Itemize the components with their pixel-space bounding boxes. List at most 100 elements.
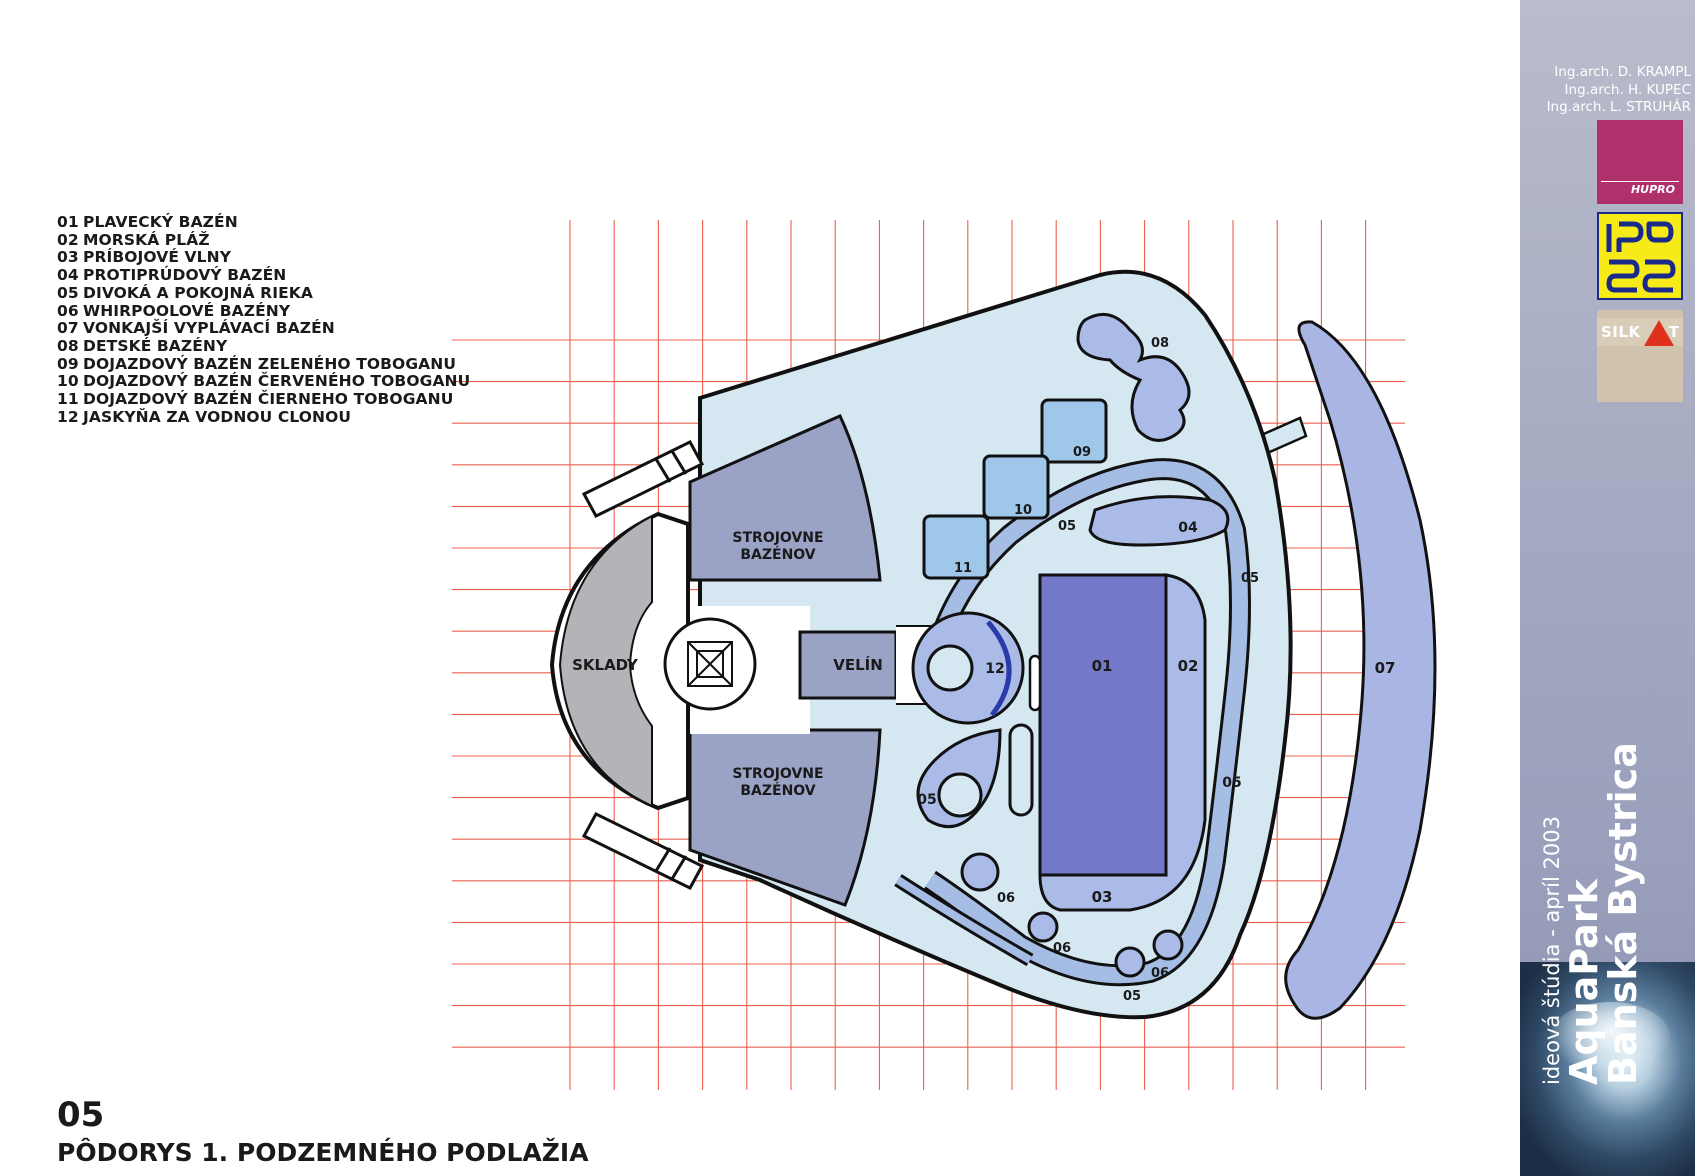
stair-icon: [687, 641, 733, 687]
hupro-logo: HUPRO: [1597, 120, 1683, 204]
lower-pillar: [1008, 723, 1034, 817]
cave-inner: [926, 644, 974, 692]
cave-pillar: [1028, 654, 1042, 712]
silkat-triangle-icon: [1644, 320, 1674, 346]
ipos-logo: [1597, 212, 1683, 300]
label-06-c: 06: [1151, 966, 1169, 981]
legend-item-text: JASKYŇA ZA VODNOU CLONOU: [83, 407, 352, 426]
river-water: [925, 461, 1248, 984]
legend-item-number: 01: [57, 213, 79, 231]
label-velin: VELÍN: [833, 655, 883, 674]
label-05-top: 05: [1058, 519, 1076, 534]
project-title-block: ideová štúdia - apríl 2003 AquaPark Bans…: [1540, 742, 1645, 1085]
storage-fill: [558, 514, 653, 808]
label-03: 03: [1092, 888, 1113, 906]
pool-01: [1038, 573, 1168, 877]
project-title: AquaPark: [1562, 879, 1606, 1085]
legend-item-number: 11: [57, 390, 79, 409]
legend-item-number: 03: [57, 248, 79, 267]
label-01: 01: [1092, 657, 1113, 675]
legend-item-number: 09: [57, 354, 79, 373]
legend-item-text: WHIRPOOLOVÉ BAZÉNY: [83, 301, 291, 320]
legend-item-text: VONKAJŠÍ VYPLÁVACÍ BAZÉN: [83, 319, 335, 338]
plan-labels: SKLADY STROJOVNE BAZÉNOV STROJOVNE BAZÉN…: [572, 336, 1395, 1004]
label-sklady: SKLADY: [572, 656, 639, 674]
whirlpool-2: [1027, 911, 1059, 943]
label-02: 02: [1178, 657, 1199, 675]
city-title: Banská Bystrica: [1601, 742, 1645, 1085]
whirlpool-3: [1114, 946, 1146, 978]
legend-item-text: DIVOKÁ A POKOJNÁ RIEKA: [83, 283, 313, 302]
page-title: PÔDORYS 1. PODZEMNÉHO PODLAŽIA: [57, 1138, 589, 1167]
control-room: [798, 630, 898, 700]
legend-item-text: DOJAZDOVÝ BAZÉN ZELENÉHO TOBOGANU: [83, 354, 457, 373]
silkat-text: SILK: [1601, 323, 1641, 341]
entrance-bottom: [581, 812, 705, 890]
label-05-left: 05: [917, 792, 936, 808]
legend-item-number: 04: [57, 266, 79, 285]
pool-02-03: [1038, 573, 1207, 912]
legend-item-text: PLAVECKÝ BAZÉN: [83, 213, 238, 231]
side-panel: Ing.arch. D. KRAMPL Ing.arch. H. KUPEC I…: [1520, 0, 1695, 1176]
label-11: 11: [954, 561, 972, 576]
entrance-top: [581, 440, 705, 518]
machine-room-bottom: [688, 728, 882, 907]
label-06-a: 06: [997, 891, 1015, 906]
legend-item-text: MORSKÁ PLÁŽ: [83, 230, 210, 249]
label-05-bottom: 05: [1123, 989, 1141, 1004]
label-05-right-bottom: 05: [1222, 775, 1241, 791]
machine-room-top: [688, 414, 882, 582]
hupro-logo-text: HUPRO: [1601, 181, 1679, 198]
legend-item-text: DETSKÉ BAZÉNY: [83, 336, 228, 355]
wave-photo: [1520, 962, 1695, 1176]
legend-item-number: 08: [57, 336, 79, 355]
legend-item-text: PROTIPRÚDOVÝ BAZÉN: [83, 266, 287, 285]
legend-item-number: 07: [57, 319, 79, 338]
water-curtain: [986, 620, 1012, 717]
legend-item-number: 12: [57, 407, 79, 426]
label-06-b: 06: [1053, 941, 1071, 956]
architect-list: Ing.arch. D. KRAMPL Ing.arch. H. KUPEC I…: [1547, 64, 1691, 117]
architect-2: Ing.arch. H. KUPEC: [1564, 81, 1691, 98]
label-bazenov-bottom: BAZÉNOV: [740, 782, 815, 799]
label-12: 12: [985, 661, 1004, 677]
legend-item-text: DOJAZDOVÝ BAZÉN ČIERNEHO TOBOGANU: [83, 390, 454, 409]
ipos-logo-mark: [1606, 221, 1676, 293]
river-channel-water: [895, 876, 1032, 964]
silkat-logo: SILK T: [1597, 310, 1683, 402]
legend-item-number: 06: [57, 301, 79, 320]
architect-3: Ing.arch. L. STRUHÁR: [1546, 99, 1691, 115]
legend-item-text: DOJAZDOVÝ BAZÉN ČERVENÉHO TOBOGANU: [83, 372, 471, 391]
whirlpool-1: [960, 852, 1000, 892]
legend-item-number: 02: [57, 230, 79, 249]
label-bazenov-top: BAZÉNOV: [740, 546, 815, 563]
legend-item-text: PRÍBOJOVÉ VLNY: [83, 248, 232, 267]
label-strojovne-bottom: STROJOVNE: [732, 766, 823, 782]
page-number: 05: [57, 1095, 105, 1135]
label-08: 08: [1151, 336, 1169, 351]
whirlpool-4: [1152, 929, 1184, 961]
lower-island: [937, 772, 983, 818]
label-05-right-top: 05: [1241, 571, 1259, 586]
architect-1: Ing.arch. D. KRAMPL: [1554, 64, 1691, 80]
legend-item-number: 10: [57, 372, 79, 391]
label-10: 10: [1014, 503, 1032, 518]
label-strojovne-top: STROJOVNE: [732, 530, 823, 546]
silkat-text-t: T: [1668, 323, 1679, 341]
legend-item-number: 05: [57, 283, 79, 302]
wave-foam: [1550, 1002, 1670, 1072]
label-07: 07: [1375, 659, 1396, 677]
